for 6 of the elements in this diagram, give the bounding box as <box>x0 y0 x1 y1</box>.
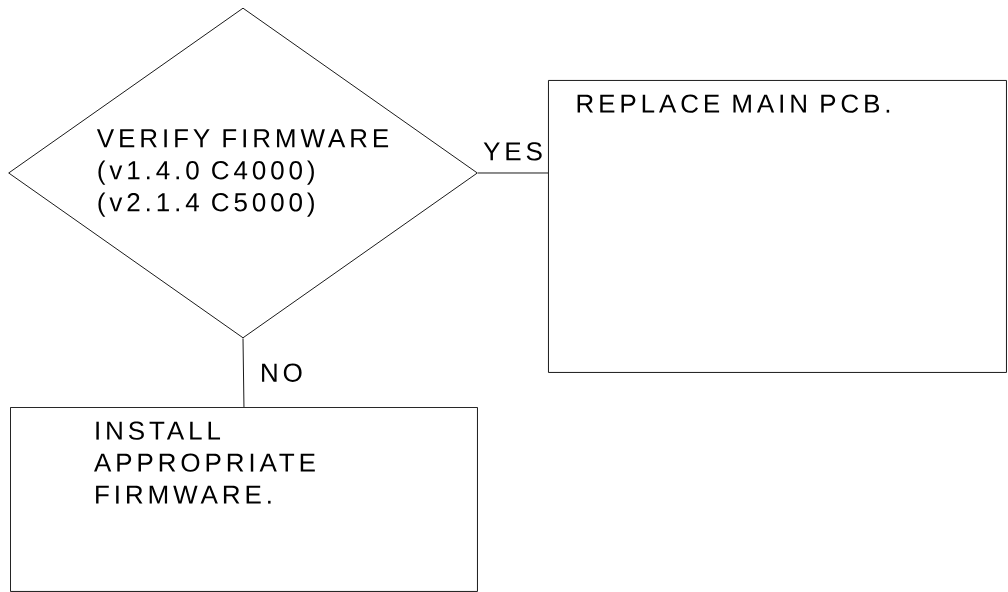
edge-label: NO <box>262 363 302 382</box>
process-box: INSTALL APPROPRIATE FIRMWARE. <box>10 407 478 592</box>
process-box: REPLACE MAIN PCB. <box>548 80 1007 373</box>
edge-label: YES <box>483 142 542 161</box>
connector-line <box>477 172 549 174</box>
connector-line <box>242 338 245 408</box>
